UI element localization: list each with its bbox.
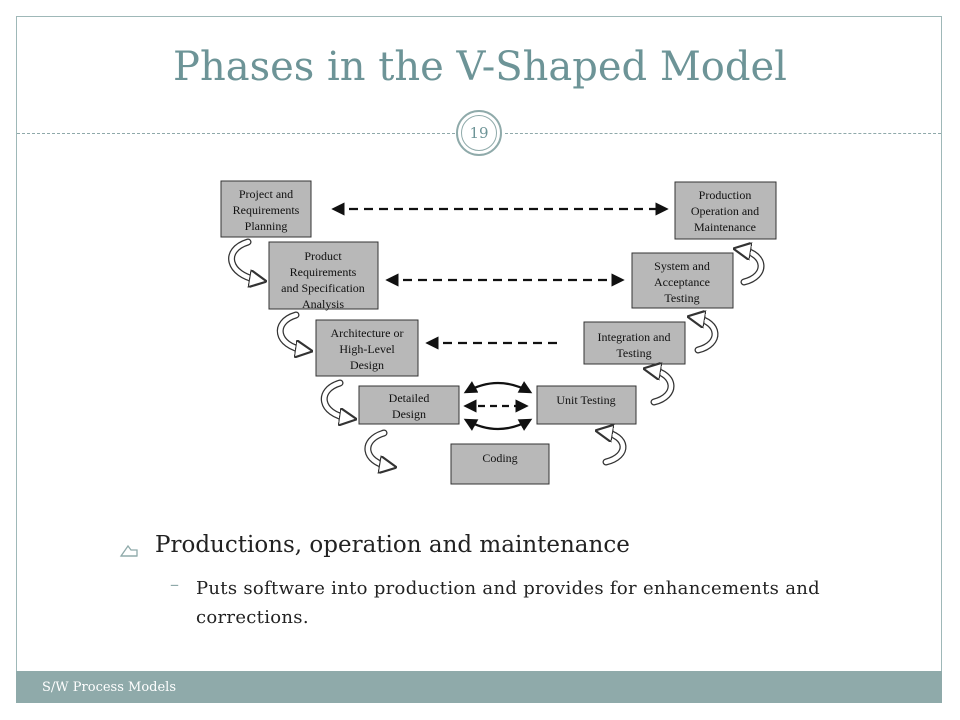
footer-bar: S/W Process Models (16, 671, 942, 703)
box-production-line1: Production (699, 188, 752, 202)
slide-title: Phases in the V-Shaped Model (173, 44, 787, 90)
box-production-line3: Maintenance (694, 220, 756, 234)
box-system-testing-line3: Testing (664, 291, 699, 305)
box-production: Production Operation and Maintenance (674, 181, 777, 240)
box-product-requirements: Product Requirements and Specification A… (268, 241, 379, 311)
sub-bullet-dash: – (170, 574, 179, 595)
bullet-icon (119, 544, 138, 557)
footer-label: S/W Process Models (42, 680, 176, 695)
box-coding-line1: Coding (482, 451, 517, 465)
box-system-testing: System and Acceptance Testing (631, 252, 734, 309)
box-architecture-line2: High-Level (339, 342, 395, 356)
box-product-requirements-line3: and Specification (281, 281, 365, 295)
box-integration-testing-line2: Testing (616, 346, 651, 360)
box-unit-testing-line1: Unit Testing (556, 393, 615, 407)
title-divider-left (17, 133, 455, 134)
page-number-badge: 19 (456, 110, 502, 156)
box-architecture: Architecture or High-Level Design (315, 319, 419, 377)
link-design-unit-testing-upper (463, 381, 533, 394)
box-detailed-design-line1: Detailed (389, 391, 430, 405)
page-number: 19 (461, 115, 497, 151)
box-project-planning-line1: Project and (239, 187, 293, 201)
box-coding: Coding (450, 443, 550, 485)
box-product-requirements-line1: Product (304, 249, 342, 263)
box-architecture-line3: Design (350, 358, 384, 372)
title-divider-right (505, 133, 941, 134)
box-product-requirements-line4: Analysis (302, 297, 344, 311)
sub-bullet-description: Puts software into production and provid… (196, 578, 820, 628)
box-system-testing-line2: Acceptance (654, 275, 710, 289)
box-unit-testing: Unit Testing (536, 385, 637, 425)
box-detailed-design-line2: Design (392, 407, 426, 421)
box-product-requirements-line2: Requirements (290, 265, 357, 279)
box-project-planning-line3: Planning (245, 219, 288, 233)
link-design-unit-testing-lower (463, 418, 533, 431)
box-architecture-line1: Architecture or (331, 326, 404, 340)
box-project-planning-line2: Requirements (233, 203, 300, 217)
box-production-line2: Operation and (691, 204, 759, 218)
box-integration-testing: Integration and Testing (583, 321, 686, 365)
box-system-testing-line1: System and (654, 259, 710, 273)
box-project-planning: Project and Requirements Planning (220, 180, 312, 238)
box-integration-testing-line1: Integration and (598, 330, 671, 344)
box-detailed-design: Detailed Design (358, 385, 460, 425)
bullet-point-production: Productions, operation and maintenance (155, 532, 630, 558)
